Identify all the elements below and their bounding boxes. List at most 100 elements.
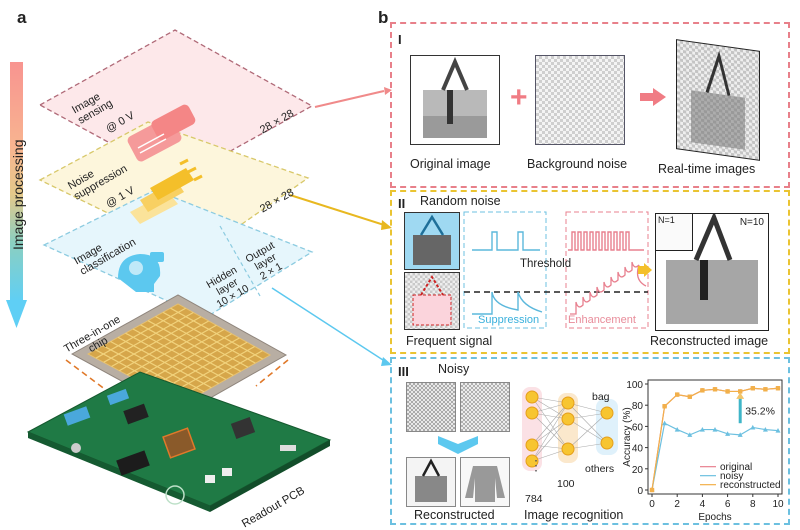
data-point-reconstructed: [763, 387, 768, 392]
image-processing-arrow: [6, 62, 27, 328]
neuron-node: [561, 412, 575, 426]
data-point-noisy: [737, 432, 743, 437]
y-tick-label: 40: [632, 444, 644, 455]
legend-label-noisy: noisy: [720, 471, 743, 482]
improvement-arrowhead: [736, 392, 745, 399]
enhancement-label: Enhancement: [568, 314, 636, 326]
legend-label-reconstructed: reconstructed: [720, 480, 781, 491]
data-point-noisy: [750, 424, 756, 430]
noisy-bag-image: [406, 382, 456, 432]
data-point-reconstructed: [700, 388, 705, 393]
bag-clean-icon: [415, 458, 447, 502]
gradient-arrow-icon: [6, 62, 27, 328]
real-time-image: [676, 39, 760, 161]
data-point-reconstructed: [675, 392, 680, 397]
three-in-one-chip: [70, 294, 288, 415]
background-noise-image: [535, 55, 625, 145]
connector-classification: [271, 287, 387, 363]
data-point-reconstructed: [712, 387, 718, 392]
neuron-node: [561, 442, 575, 456]
neuron-node: [525, 406, 539, 420]
sweater-icon: [465, 466, 505, 502]
section-3-box: [390, 357, 790, 525]
x-axis-label: Epochs: [698, 512, 731, 523]
neuron-node: [561, 396, 575, 410]
neuron-node: [525, 438, 539, 452]
output-others-label: others: [585, 463, 615, 475]
data-point-reconstructed: [725, 389, 730, 394]
output-bag-label: bag: [592, 391, 610, 403]
section-3-numeral: III: [398, 364, 409, 379]
enhancement-response: [570, 261, 647, 315]
n10-label: N=10: [739, 217, 764, 228]
data-point-reconstructed: [687, 394, 692, 399]
bag-original-icon: [423, 56, 487, 138]
reconstructed-bag-image: [406, 457, 456, 507]
spike-diagrams: [463, 211, 649, 329]
data-point-noisy: [762, 426, 768, 432]
neural-network-diagram: [522, 387, 618, 471]
neuron-node: [525, 454, 539, 468]
neuron-node: [600, 406, 614, 420]
data-point-noisy: [775, 428, 781, 433]
bag-reconstructed-icon: [666, 211, 758, 324]
data-point-reconstructed: [738, 389, 743, 394]
funnel-icon: [130, 158, 203, 224]
panel-b-label: b: [378, 8, 389, 27]
layer-stack: [26, 29, 392, 512]
x-tick-label: 2: [674, 499, 680, 510]
data-point-noisy: [662, 420, 668, 426]
section-2-numeral: II: [398, 196, 406, 211]
input-ellipsis: ⋮: [529, 457, 543, 473]
noisy-label: Noisy: [438, 362, 470, 376]
y-tick-label: 20: [632, 465, 644, 476]
plus-icon: +: [510, 81, 528, 114]
classification-layer-plane: [42, 189, 314, 319]
suppression-input-pulses: [472, 231, 540, 251]
x-tick-label: 0: [649, 499, 655, 510]
input-layer-count: 784: [525, 493, 543, 505]
arrow-right-icon: [640, 88, 666, 111]
data-point-noisy: [687, 432, 693, 437]
section-1-numeral: I: [398, 32, 402, 47]
threshold-label: Threshold: [520, 258, 572, 270]
caption-noise: Background noise: [527, 157, 628, 171]
section-2-box: [390, 190, 790, 354]
series-line-reconstructed: [651, 387, 779, 491]
enhancement-input-pulses: [568, 231, 644, 251]
legend-label-original: original: [720, 462, 752, 473]
panel-a-label: a: [17, 8, 27, 27]
y-tick-label: 80: [632, 401, 644, 412]
data-point-noisy: [725, 431, 731, 436]
neuron-node: [600, 436, 614, 450]
data-point-reconstructed: [662, 404, 667, 409]
data-point-reconstructed: [775, 386, 781, 391]
arrow-right-yellow-icon: [638, 263, 652, 282]
data-point-reconstructed: [649, 487, 655, 493]
reconstructed-sweater-image: [460, 457, 510, 507]
y-axis-label: Accuracy (%): [622, 407, 633, 466]
x-tick-label: 6: [725, 499, 731, 510]
neuron-node: [525, 390, 539, 404]
caption-real-time: Real-time images: [658, 162, 756, 176]
n1-label: N=1: [658, 215, 675, 225]
random-noise-bag-image: [404, 212, 460, 270]
data-point-noisy: [699, 426, 705, 432]
chart-frame: [647, 379, 783, 495]
camera-icon: [127, 104, 196, 162]
section-1-box: [390, 22, 790, 188]
bag-signal-icon: [412, 275, 452, 326]
connector-suppression: [289, 194, 385, 226]
reconstructed-image-caption: Reconstructed image: [650, 334, 769, 348]
y-tick-label: 0: [637, 486, 643, 497]
data-point-noisy: [712, 426, 718, 432]
hidden-layer-count: 100: [557, 478, 575, 490]
noisy-sweater-image: [460, 382, 510, 432]
data-point-reconstructed: [750, 386, 755, 391]
n1-inset: N=1: [656, 214, 693, 251]
y-tick-label: 100: [626, 380, 643, 391]
frequent-signal-bag-image: [404, 272, 460, 330]
chevron-down-icon: [438, 436, 478, 459]
caption-original: Original image: [410, 157, 491, 171]
x-tick-label: 10: [772, 499, 784, 510]
